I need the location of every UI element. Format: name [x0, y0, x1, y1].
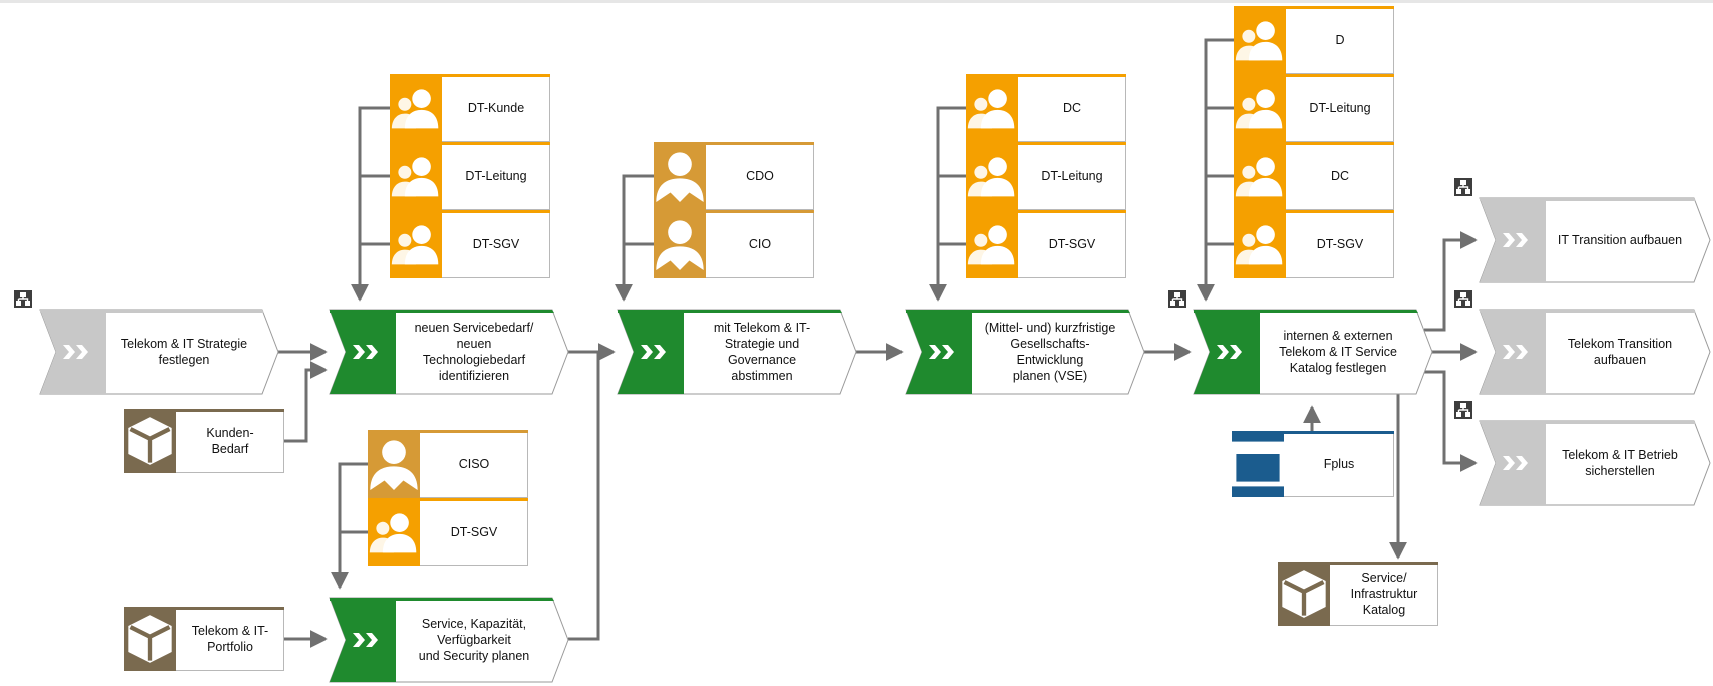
process-step-catalog[interactable]: internen & externen Telekom & IT Service… — [1193, 309, 1433, 395]
role-label: DC — [1062, 101, 1082, 115]
role-r4[interactable]: CDO — [654, 142, 814, 210]
process-label: Telekom & IT Betrieb sicherstellen — [1562, 448, 1678, 478]
role-label: CIO — [748, 237, 772, 251]
connector-role-bracket-vse — [929, 106, 966, 302]
connector-flow-catalog-betrieb — [1424, 370, 1478, 472]
process-label: Service, Kapazität, Verfügbarkeit und Se… — [418, 617, 530, 663]
cube-icon — [124, 409, 176, 473]
role-label: DT-Leitung — [465, 169, 527, 183]
process-label: Telekom & IT Strategie festlegen — [120, 337, 248, 367]
role-r5[interactable]: CIO — [654, 210, 814, 278]
role-label: DT-SGV — [450, 525, 498, 539]
role-r10[interactable]: DT-SGV — [966, 210, 1126, 278]
connector-flow-catalog-transition-it — [1424, 231, 1478, 332]
data-object-bedarf[interactable]: Kunden- Bedarf — [124, 409, 284, 473]
object-label: Telekom & IT- Portfolio — [191, 624, 269, 654]
connector-role-bracket-identify — [351, 106, 390, 302]
process-label: IT Transition aufbauen — [1557, 233, 1683, 247]
role-label: CISO — [458, 457, 490, 471]
people-group-icon — [390, 74, 442, 142]
people-group-icon — [390, 210, 442, 278]
people-group-icon — [1234, 142, 1286, 210]
role-r13[interactable]: DC — [1234, 142, 1394, 210]
connector-role-bracket-align — [615, 174, 654, 302]
person-icon — [368, 430, 420, 498]
role-label: DT-Leitung — [1309, 101, 1371, 115]
window-icon — [1231, 431, 1285, 497]
people-group-icon — [966, 142, 1018, 210]
double-chevron-icon — [62, 345, 92, 359]
cube-icon — [124, 607, 176, 671]
process-label: internen & externen Telekom & IT Service… — [1279, 329, 1397, 375]
process-label: mit Telekom & IT- Strategie und Governan… — [713, 321, 811, 383]
role-r7[interactable]: DT-SGV — [368, 498, 528, 566]
process-label: neuen Servicebedarf/ neuen Technologiebe… — [414, 321, 534, 383]
object-label: Kunden- Bedarf — [206, 426, 254, 456]
process-step-identify[interactable]: neuen Servicebedarf/ neuen Technologiebe… — [329, 309, 569, 395]
person-icon — [654, 142, 706, 210]
process-step-align[interactable]: mit Telekom & IT- Strategie und Governan… — [617, 309, 857, 395]
org-structure-icon — [1168, 290, 1186, 308]
top-rule — [0, 0, 1713, 3]
double-chevron-icon — [1502, 233, 1532, 247]
people-group-icon — [1234, 6, 1286, 74]
role-label: D — [1335, 33, 1345, 47]
double-chevron-icon — [352, 633, 382, 647]
role-label: DT-Kunde — [467, 101, 525, 115]
connector-flow-plan-align — [568, 352, 600, 641]
connector-role-bracket-catalog — [1197, 38, 1234, 302]
role-r11[interactable]: D — [1234, 6, 1394, 74]
process-step-plan[interactable]: Service, Kapazität, Verfügbarkeit und Se… — [329, 597, 569, 683]
double-chevron-icon — [1502, 345, 1532, 359]
role-r6[interactable]: CISO — [368, 430, 528, 498]
people-group-icon — [966, 210, 1018, 278]
process-label: Telekom Transition aufbauen — [1567, 337, 1673, 367]
org-structure-icon — [1454, 178, 1472, 196]
object-label: Service/ Infrastruktur Katalog — [1350, 571, 1418, 617]
role-r14[interactable]: DT-SGV — [1234, 210, 1394, 278]
process-interface-transition_it[interactable]: IT Transition aufbauen — [1479, 197, 1711, 283]
role-label: DT-Leitung — [1041, 169, 1103, 183]
role-label: DT-SGV — [1048, 237, 1096, 251]
role-r12[interactable]: DT-Leitung — [1234, 74, 1394, 142]
double-chevron-icon — [352, 345, 382, 359]
person-icon — [654, 210, 706, 278]
people-group-icon — [1234, 74, 1286, 142]
role-label: DT-SGV — [472, 237, 520, 251]
process-interface-betrieb[interactable]: Telekom & IT Betrieb sicherstellen — [1479, 420, 1711, 506]
people-group-icon — [390, 142, 442, 210]
role-label: DC — [1330, 169, 1350, 183]
people-group-icon — [966, 74, 1018, 142]
connector-flow-bedarf-identify — [284, 361, 328, 443]
role-r8[interactable]: DC — [966, 74, 1126, 142]
people-group-icon — [1234, 210, 1286, 278]
object-label: Fplus — [1323, 457, 1355, 471]
org-structure-icon — [1454, 290, 1472, 308]
role-r9[interactable]: DT-Leitung — [966, 142, 1126, 210]
role-label: DT-SGV — [1316, 237, 1364, 251]
data-object-katalog[interactable]: Service/ Infrastruktur Katalog — [1278, 562, 1438, 626]
double-chevron-icon — [1502, 456, 1532, 470]
process-interface-strategy[interactable]: Telekom & IT Strategie festlegen — [39, 309, 279, 395]
people-group-icon — [368, 498, 420, 566]
system-fplus[interactable]: Fplus — [1231, 431, 1394, 497]
role-r3[interactable]: DT-SGV — [390, 210, 550, 278]
double-chevron-icon — [928, 345, 958, 359]
process-label: (Mittel- und) kurzfristige Gesellschafts… — [984, 321, 1116, 383]
role-r1[interactable]: DT-Kunde — [390, 74, 550, 142]
org-structure-icon — [1454, 401, 1472, 419]
data-object-portfolio[interactable]: Telekom & IT- Portfolio — [124, 607, 284, 671]
role-label: CDO — [746, 169, 774, 183]
process-step-vse[interactable]: (Mittel- und) kurzfristige Gesellschafts… — [905, 309, 1145, 395]
cube-icon — [1278, 562, 1330, 626]
role-r2[interactable]: DT-Leitung — [390, 142, 550, 210]
process-interface-transition_tk[interactable]: Telekom Transition aufbauen — [1479, 309, 1711, 395]
double-chevron-icon — [1216, 345, 1246, 359]
double-chevron-icon — [640, 345, 670, 359]
org-structure-icon — [14, 290, 32, 308]
connector-role-bracket-plan — [331, 462, 368, 590]
